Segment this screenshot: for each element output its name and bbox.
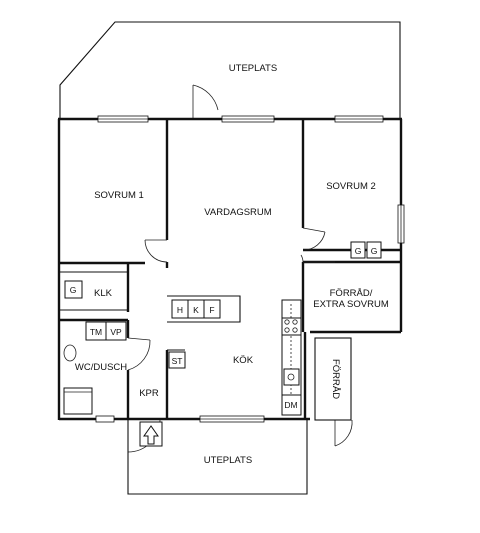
h-text: H <box>177 305 183 315</box>
g-sovrum2-a-text: G <box>355 246 362 256</box>
kok-label: KÖK <box>233 355 254 366</box>
washer-box <box>105 321 127 341</box>
entrance-arrow-icon <box>139 421 163 447</box>
k-text: K <box>193 305 199 315</box>
f-text: F <box>209 305 214 315</box>
windows <box>95 115 405 423</box>
klk-wardrobe <box>64 280 83 299</box>
sovrum2-label: SOVRUM 2 <box>326 181 376 192</box>
wc-dusch-label: WC/DUSCH <box>75 362 127 373</box>
forrad-side-outline <box>314 337 352 421</box>
g-klk-text: G <box>70 285 77 295</box>
forrad-side-label: FÖRRÅD <box>330 359 341 399</box>
wc-fixtures <box>63 344 93 415</box>
vardagsrum-label: VARDAGSRUM <box>204 207 271 218</box>
dm-text: DM <box>284 400 297 410</box>
kitchen-counter <box>281 299 302 416</box>
klk-label: KLK <box>94 288 113 299</box>
tm-text: TM <box>90 327 102 337</box>
sovrum1-label: SOVRUM 1 <box>94 190 144 201</box>
sovrum2-wardrobe-a <box>350 241 366 259</box>
g-sovrum2-b-text: G <box>371 246 378 256</box>
uteplats-bottom-outline <box>127 420 308 495</box>
interior-walls <box>59 119 401 419</box>
uteplats-bottom-label: UTEPLATS <box>204 455 252 466</box>
forrad-extra-label-line1: FÖRRÅD/ <box>330 288 373 299</box>
vp-text: VP <box>110 327 122 337</box>
cabinet-row <box>167 295 241 323</box>
forrad-extra-label-line2: EXTRA SOVRUM <box>313 299 389 310</box>
sovrum2-wardrobe-b <box>366 241 382 259</box>
uteplats-top-label: UTEPLATS <box>229 63 277 74</box>
kpr-label: KPR <box>139 388 159 399</box>
uteplats-top-outline <box>59 21 401 118</box>
exterior-walls <box>57 117 403 421</box>
st-text: ST <box>172 356 183 366</box>
storage-cabinet <box>168 351 186 369</box>
